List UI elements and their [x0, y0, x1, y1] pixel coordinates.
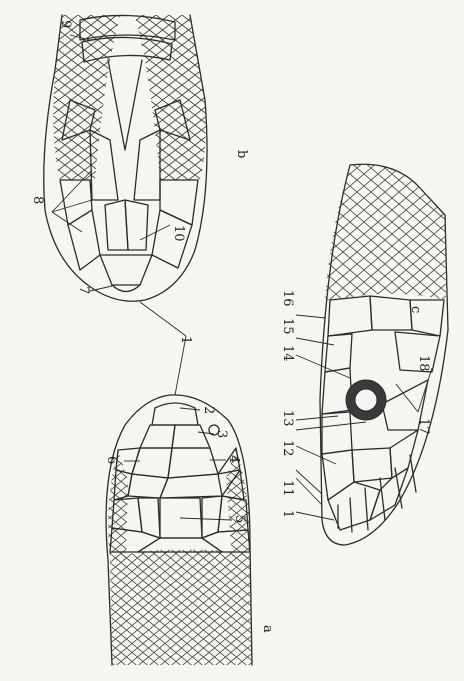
label-15: 15	[280, 318, 295, 335]
label-2: 2	[201, 406, 216, 414]
label-11: 11	[280, 480, 295, 497]
label-17: 17	[416, 418, 431, 435]
label-10: 10	[171, 225, 186, 242]
label-8: 8	[30, 196, 45, 204]
label-4: 4	[226, 455, 241, 463]
leader-1-shared	[140, 302, 186, 395]
label-18: 18	[416, 355, 431, 372]
panel-a-dorsal-head	[106, 395, 252, 665]
panel-b-ventral-head	[44, 15, 207, 301]
label-13: 13	[280, 410, 295, 427]
panel-letter-b: b	[234, 150, 249, 158]
label-1-lateral: 1	[280, 510, 295, 518]
label-7: 7	[76, 286, 91, 294]
label-1-shared: 1	[178, 336, 193, 344]
label-14: 14	[280, 345, 295, 362]
label-12: 12	[280, 440, 295, 457]
label-5: 5	[232, 515, 247, 523]
panel-c-body-scales	[325, 164, 446, 300]
panel-letter-c: c	[408, 306, 423, 313]
label-3: 3	[214, 430, 229, 438]
panel-b-throat-scales	[53, 15, 120, 180]
label-9: 9	[58, 20, 73, 28]
panel-letter-a: a	[260, 625, 275, 633]
panel-c-eye	[346, 380, 386, 420]
label-6: 6	[104, 456, 119, 464]
label-16: 16	[280, 290, 295, 307]
panel-c-shields	[322, 296, 444, 532]
panel-a-body-scales	[110, 550, 252, 665]
